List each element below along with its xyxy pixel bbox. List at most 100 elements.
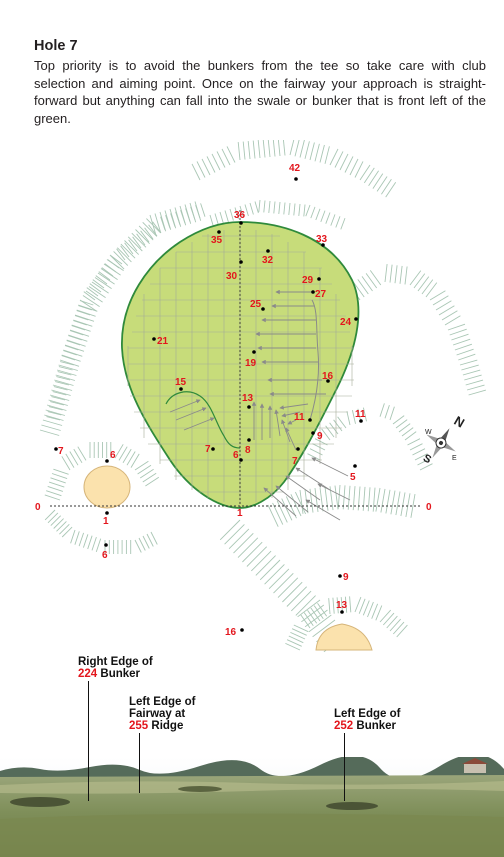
- hatch-stroke: [100, 268, 118, 280]
- hatch-stroke: [329, 422, 339, 435]
- hatch-stroke: [444, 315, 461, 326]
- hatch-stroke: [272, 502, 284, 525]
- point-dot: [321, 243, 325, 247]
- fairway-photo-image: [0, 757, 504, 857]
- hatch-stroke: [404, 266, 408, 285]
- hatch-stroke: [234, 207, 239, 220]
- hatch-stroke: [78, 532, 85, 547]
- hatch-stroke: [73, 320, 87, 326]
- hatch-stroke: [180, 209, 186, 224]
- hatch-stroke: [130, 453, 140, 468]
- hatch-stroke: [52, 384, 73, 391]
- hatch-stroke: [367, 601, 374, 618]
- slope-arrow: [311, 457, 349, 477]
- centre-line-label-left: 0: [35, 502, 41, 513]
- hatch-stroke: [392, 621, 405, 635]
- hatch-stroke: [288, 635, 304, 644]
- hatch-stroke: [47, 512, 59, 524]
- point-label: 1: [103, 516, 109, 527]
- hatch-stroke: [308, 614, 332, 633]
- point-dot: [359, 419, 363, 423]
- hatch-stroke: [432, 295, 449, 306]
- hatch-stroke: [447, 323, 466, 331]
- hatch-stroke: [372, 487, 376, 512]
- point-label: 35: [211, 235, 223, 246]
- hatch-stroke: [226, 146, 236, 163]
- point-label: 33: [316, 234, 328, 245]
- callout-line: Left Edge of: [129, 696, 196, 708]
- hatch-stroke: [94, 277, 112, 289]
- point-label: 25: [250, 299, 262, 310]
- hatch-stroke: [191, 163, 201, 181]
- hatch-stroke: [97, 272, 115, 285]
- hatch-stroke: [216, 151, 226, 168]
- hatch-stroke: [468, 389, 487, 396]
- hatch-stroke: [249, 202, 254, 215]
- hatch-stroke: [242, 541, 263, 563]
- hatch-stroke: [59, 523, 70, 535]
- hatch-stroke: [53, 386, 68, 391]
- hatch-stroke: [46, 490, 62, 497]
- hatch-stroke: [142, 535, 150, 549]
- point-label: 30: [226, 271, 238, 282]
- hatch-stroke: [405, 493, 411, 517]
- hatch-stroke: [340, 217, 346, 230]
- hatch-stroke: [328, 598, 331, 615]
- hatch-stroke: [95, 275, 108, 285]
- hole-description: Top priority is to avoid the bunkers fro…: [34, 58, 486, 126]
- hatch-stroke: [272, 140, 276, 157]
- point-label: 36: [234, 210, 246, 221]
- hatch-stroke: [255, 555, 276, 576]
- point-label: 11: [355, 409, 366, 420]
- green-map: 0 0 1 42 36 35 33 32 30 29 27 25 24 21 1…: [35, 140, 487, 653]
- hatch-stroke: [315, 208, 321, 221]
- hatch-stroke: [51, 389, 71, 396]
- green-grid: [127, 228, 354, 504]
- callout-fairway-ridge: Left Edge of Fairway at 255 Ridge: [129, 696, 195, 732]
- hatch-stroke: [73, 319, 93, 327]
- hatch-stroke: [333, 419, 343, 432]
- hatch-stroke: [352, 486, 356, 511]
- point-dot: [239, 221, 243, 225]
- fairway-photo: [0, 757, 504, 857]
- hatch-stroke: [50, 401, 64, 406]
- point-dot: [338, 574, 342, 578]
- hatch-stroke: [91, 536, 97, 551]
- hatch-stroke: [310, 607, 321, 622]
- hatch-stroke: [312, 443, 326, 451]
- hatch-stroke: [299, 140, 305, 158]
- hatch-stroke: [61, 526, 73, 538]
- hatch-stroke: [336, 597, 339, 614]
- hole-title: Hole 7: [34, 38, 78, 54]
- slope-arrow: [287, 419, 297, 425]
- point-dot: [239, 260, 243, 264]
- hatch-stroke: [242, 141, 246, 160]
- hatch-stroke: [229, 208, 234, 221]
- point-dot: [326, 379, 330, 383]
- hatch-stroke: [48, 481, 65, 488]
- callout-line: Left Edge of: [334, 708, 401, 720]
- hatch-stroke: [339, 153, 349, 171]
- hatch-stroke: [410, 494, 416, 518]
- hatch-stroke: [330, 214, 336, 226]
- hatch-stroke: [313, 605, 324, 619]
- hatch-stroke: [56, 521, 67, 532]
- hatch-stroke: [127, 236, 143, 252]
- hatch-stroke: [281, 498, 293, 521]
- hatch-stroke: [283, 202, 286, 215]
- hatch-stroke: [301, 604, 325, 623]
- hatch-stroke: [48, 399, 68, 406]
- hatch-stroke: [286, 586, 308, 607]
- hatch-stroke: [421, 279, 434, 295]
- hatch-stroke: [276, 500, 288, 523]
- hatch-stroke: [273, 201, 276, 214]
- hatch-stroke: [109, 254, 125, 270]
- slope-arrows: [169, 289, 351, 521]
- compass-n: N: [452, 413, 468, 431]
- point-label: 6: [233, 450, 239, 461]
- hatch-stroke: [452, 338, 471, 346]
- compass-w: W: [425, 429, 432, 436]
- hatch-stroke: [389, 406, 395, 421]
- slope-arrow: [175, 407, 207, 421]
- hatch-stroke: [372, 173, 384, 189]
